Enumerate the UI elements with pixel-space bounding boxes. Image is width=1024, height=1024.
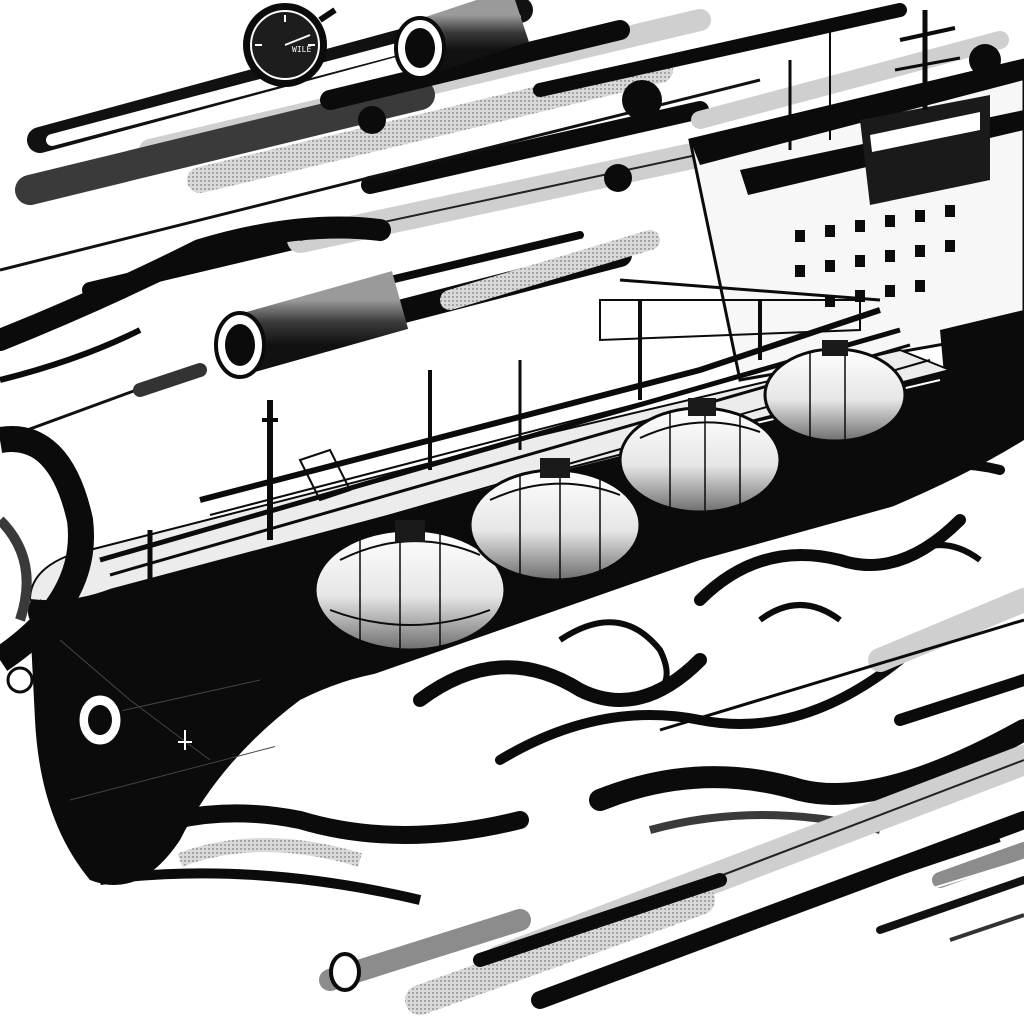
cargo-tank-4 <box>763 347 907 443</box>
cargo-tank-2 <box>468 468 642 582</box>
cargo-tank-3 <box>618 406 782 514</box>
speed-streaks-lower <box>319 588 1024 1015</box>
flying-pipe-left <box>214 271 409 379</box>
flying-pipe-top <box>394 0 529 80</box>
pressure-gauge-icon: WILE <box>243 3 337 87</box>
tank-domes <box>395 340 848 542</box>
gauge-scale-text: WILE <box>292 45 311 54</box>
turbulent-waves <box>0 216 1024 1024</box>
